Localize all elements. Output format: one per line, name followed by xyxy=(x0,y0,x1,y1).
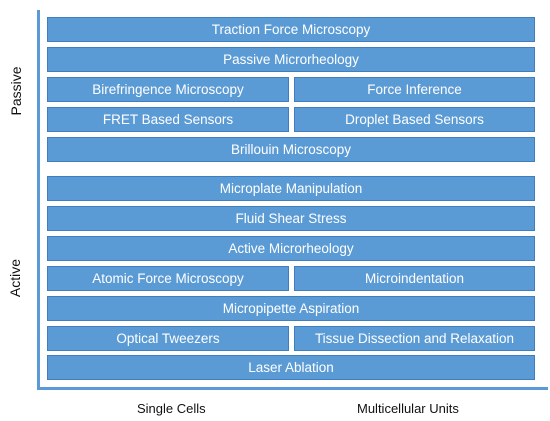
method-micropipette-aspiration: Micropipette Aspiration xyxy=(47,296,535,321)
method-fluid-shear-stress: Fluid Shear Stress xyxy=(47,206,535,231)
method-laser-ablation: Laser Ablation xyxy=(47,355,535,380)
method-brillouin-microscopy: Brillouin Microscopy xyxy=(47,137,535,162)
method-tissue-dissection-relaxation: Tissue Dissection and Relaxation xyxy=(294,326,535,351)
method-force-inference: Force Inference xyxy=(294,77,535,102)
multicellular-units-axis-label: Multicellular Units xyxy=(357,401,459,416)
method-active-microrheology: Active Microrheology xyxy=(47,236,535,261)
passive-axis-label: Passive xyxy=(8,66,24,116)
method-passive-microrheology: Passive Microrheology xyxy=(47,47,535,72)
method-droplet-based-sensors: Droplet Based Sensors xyxy=(294,107,535,132)
method-microplate-manipulation: Microplate Manipulation xyxy=(47,176,535,201)
method-birefringence-microscopy: Birefringence Microscopy xyxy=(47,77,289,102)
active-axis-label: Active xyxy=(7,258,23,298)
method-fret-based-sensors: FRET Based Sensors xyxy=(47,107,289,132)
x-axis-line xyxy=(37,387,548,390)
method-traction-force-microscopy: Traction Force Microscopy xyxy=(47,17,535,42)
y-axis-line xyxy=(37,10,40,390)
single-cells-axis-label: Single Cells xyxy=(137,401,206,416)
method-microindentation: Microindentation xyxy=(294,266,535,291)
method-atomic-force-microscopy: Atomic Force Microscopy xyxy=(47,266,289,291)
method-optical-tweezers: Optical Tweezers xyxy=(47,326,289,351)
